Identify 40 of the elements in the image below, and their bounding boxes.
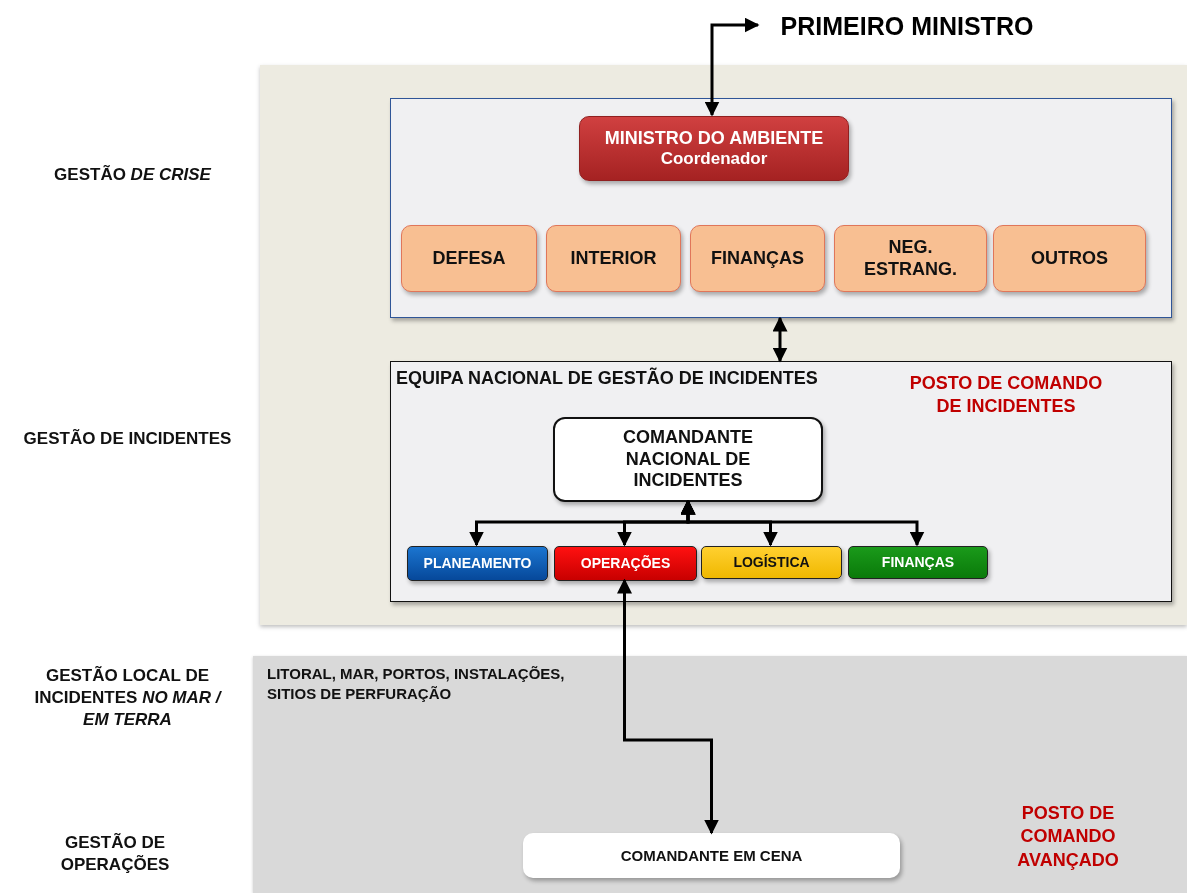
connector-arrow xyxy=(617,578,719,835)
section-box xyxy=(554,546,697,581)
level-label: GESTÃO LOCAL DE INCIDENTES NO MAR / EM TERRA xyxy=(33,665,223,732)
crisis-panel xyxy=(390,98,1172,318)
ministry-box xyxy=(834,225,987,292)
ministry-box xyxy=(546,225,681,292)
incident-panel xyxy=(390,361,1172,602)
connector-arrow xyxy=(704,17,760,117)
post-label: POSTO DE COMANDO AVANÇADO xyxy=(1016,802,1120,872)
box-label: OPERAÇÕES xyxy=(580,555,671,572)
section-box xyxy=(848,546,988,579)
box-label: PLANEAMENTO xyxy=(423,555,532,572)
section-box xyxy=(701,546,842,579)
location-text: LITORAL, MAR, PORTOS, INSTALAÇÕES, SITIOS DE PERFURAÇÃO xyxy=(267,664,566,705)
box-label: FINANÇAS xyxy=(881,554,955,571)
local-band xyxy=(253,656,1187,893)
box-label: FINANÇAS xyxy=(711,247,804,270)
commander-box xyxy=(553,417,823,502)
connector-arrow xyxy=(772,316,788,363)
level-label: GESTÃO DE CRISE xyxy=(53,164,213,186)
box-label: INTERIOR xyxy=(570,247,657,270)
box-label: OUTROS xyxy=(1031,247,1108,270)
box-label: DEFESA xyxy=(432,247,506,270)
section-box xyxy=(407,546,548,581)
coordinator-box xyxy=(579,116,849,181)
box-label: LOGÍSTICA xyxy=(733,554,810,571)
post-label: POSTO DE COMANDO DE INCIDENTES xyxy=(908,372,1104,419)
box-label: PRIMEIRO MINISTRO xyxy=(780,11,1034,41)
level-label: GESTÃO DE OPERAÇÕES xyxy=(59,832,171,877)
box-label: COMANDANTE EM CENA xyxy=(620,846,803,865)
ministry-box xyxy=(401,225,537,292)
ministry-box xyxy=(993,225,1146,292)
level-label: GESTÃO DE INCIDENTES xyxy=(22,428,233,450)
coordinator-role: Coordenador xyxy=(660,149,768,170)
box-label: COMANDANTE NACIONAL DE INCIDENTES xyxy=(622,427,754,492)
coordinator-title: MINISTRO DO AMBIENTE xyxy=(604,127,824,150)
panel-heading: EQUIPA NACIONAL DE GESTÃO DE INCIDENTES xyxy=(396,366,818,390)
commander-box xyxy=(523,833,900,878)
ministry-box xyxy=(690,225,825,292)
box-label: NEG. ESTRANG. xyxy=(863,236,958,281)
